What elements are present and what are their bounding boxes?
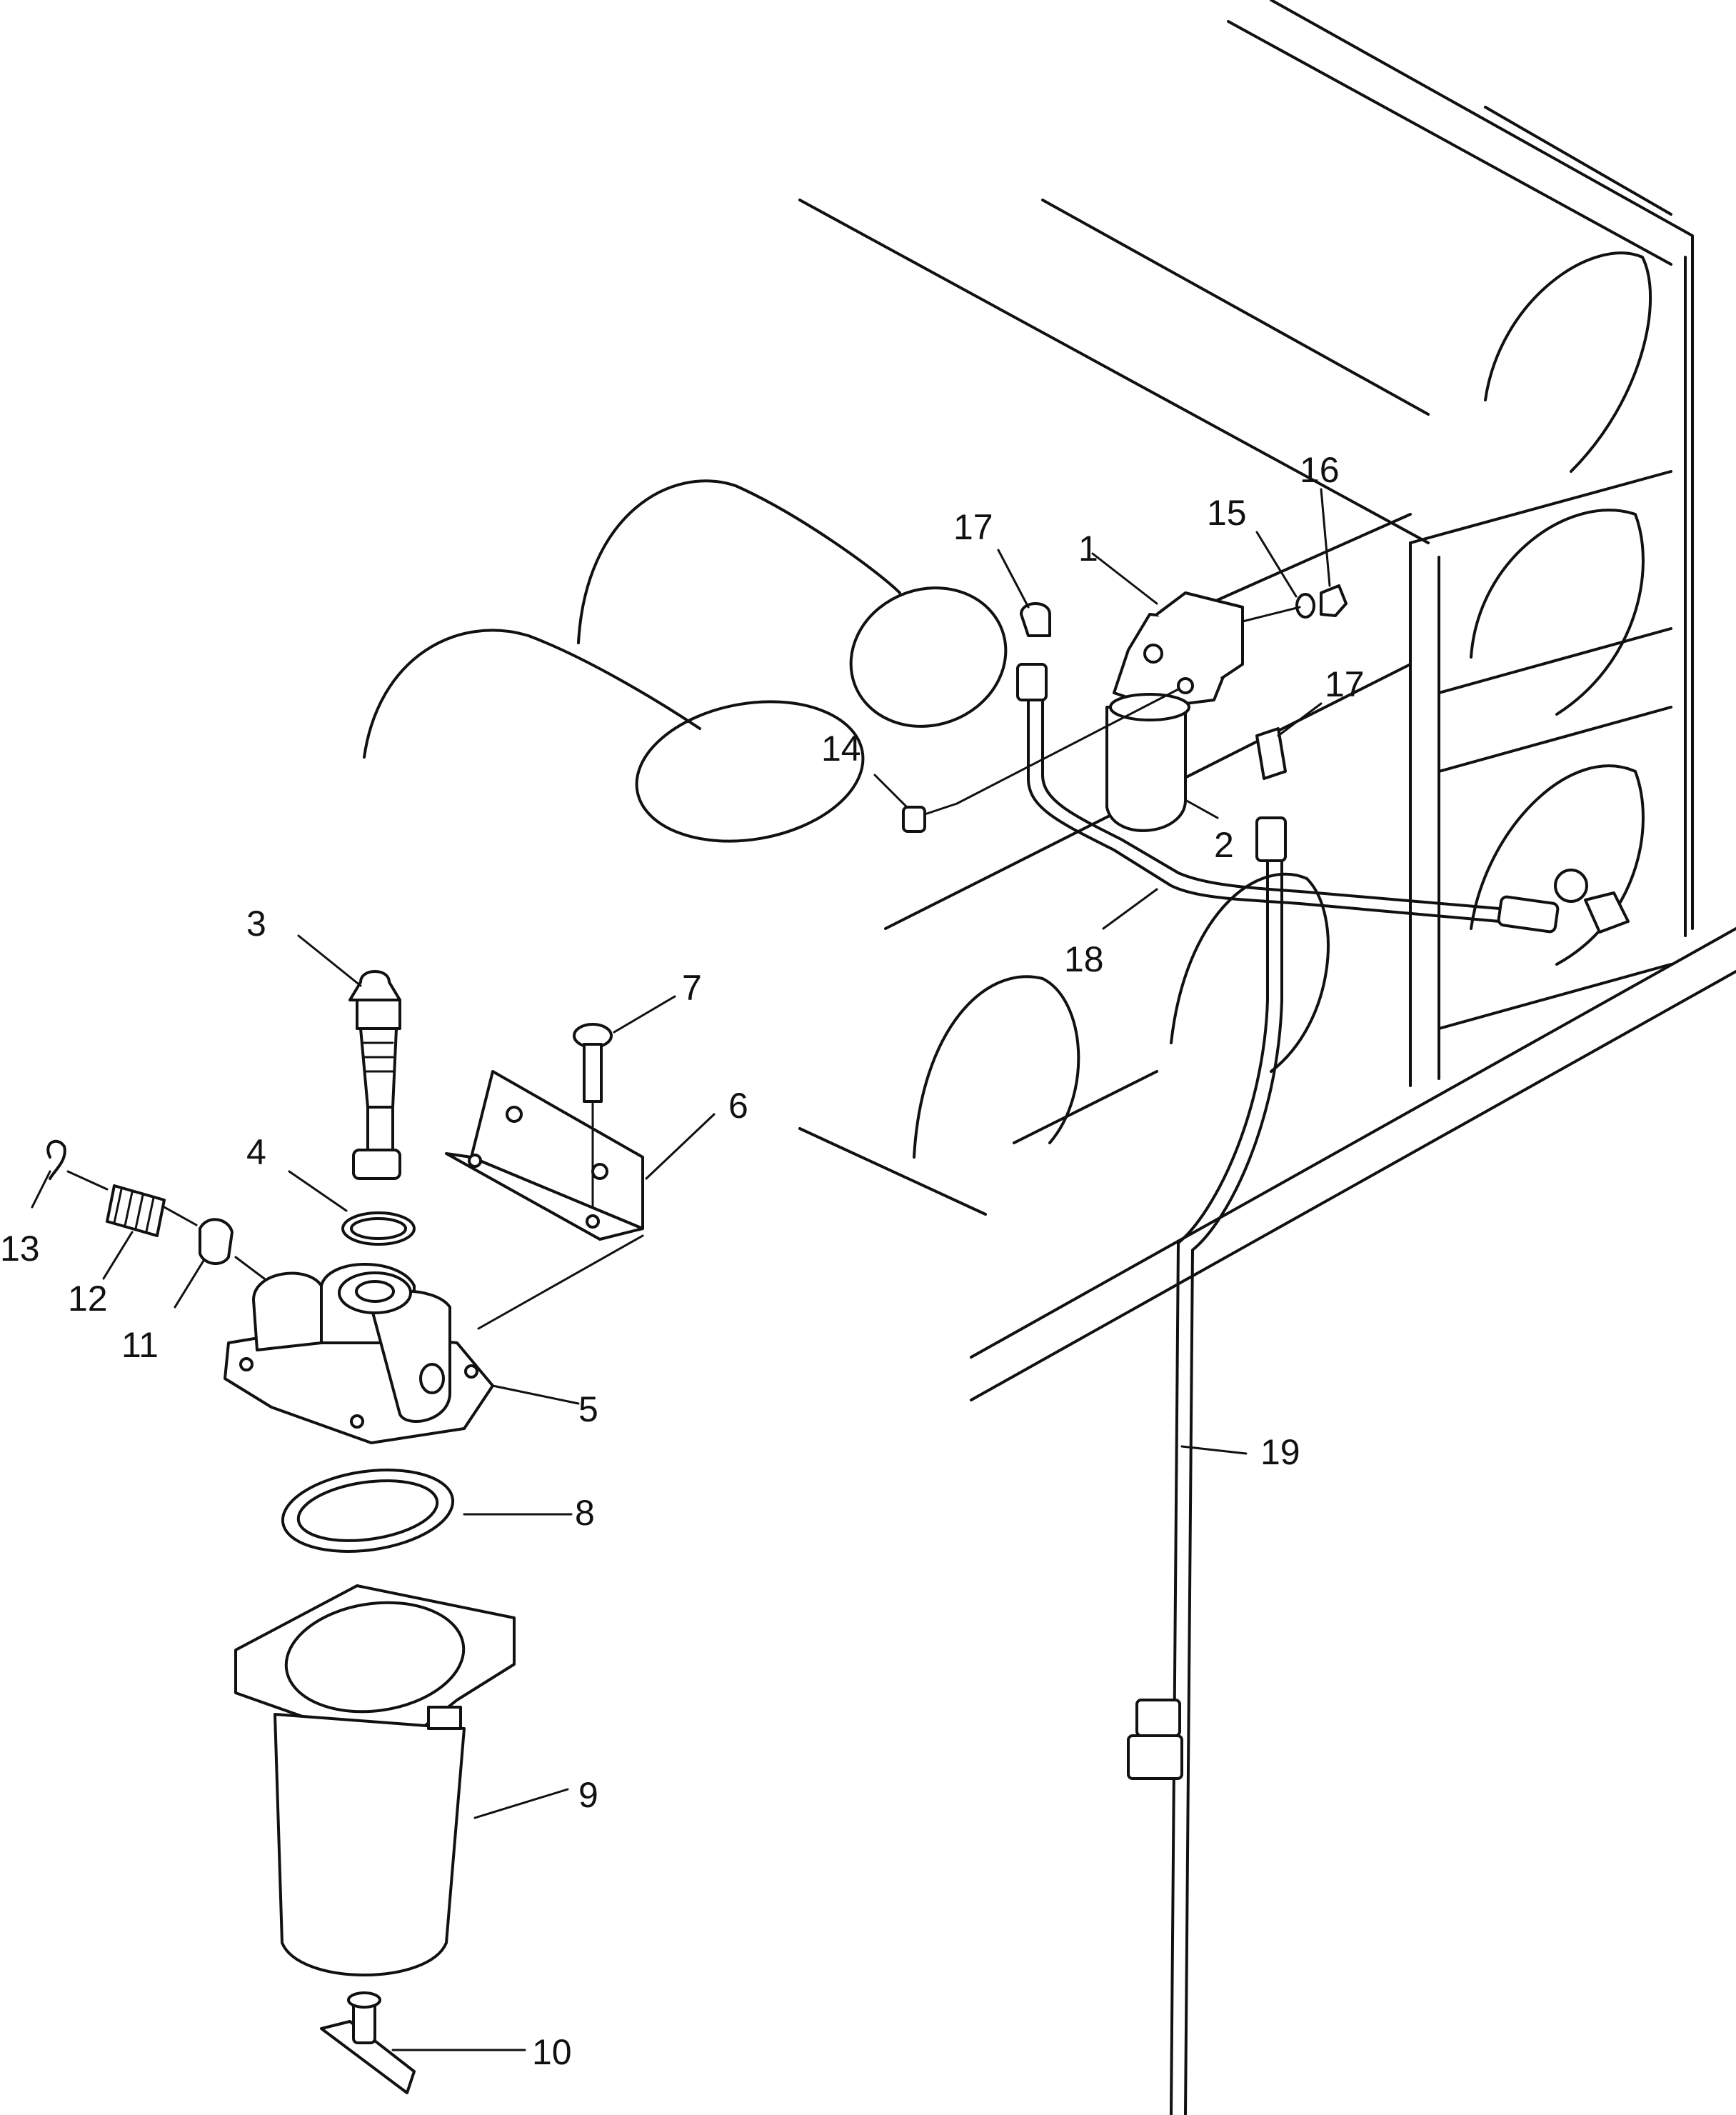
callout-13: 13 bbox=[0, 1229, 40, 1269]
leader-lines bbox=[31, 488, 1331, 2051]
callout-5: 5 bbox=[578, 1389, 598, 1429]
callout-15: 15 bbox=[1207, 493, 1247, 533]
callout-17-top: 17 bbox=[953, 507, 993, 547]
callout-18: 18 bbox=[1064, 939, 1104, 979]
callout-labels: 1 2 3 4 5 6 7 8 9 10 11 12 13 14 15 16 1… bbox=[0, 450, 1365, 2072]
callout-16: 16 bbox=[1300, 450, 1340, 490]
callout-4: 4 bbox=[246, 1132, 266, 1172]
callout-19: 19 bbox=[1260, 1432, 1300, 1472]
rack-frame bbox=[798, 0, 1736, 1401]
callout-1: 1 bbox=[1078, 529, 1098, 569]
callout-2: 2 bbox=[1214, 825, 1234, 865]
callout-7: 7 bbox=[682, 968, 702, 1008]
callout-14: 14 bbox=[821, 729, 861, 769]
callout-17-right: 17 bbox=[1325, 664, 1365, 704]
tank-cylinders bbox=[363, 251, 1652, 1216]
callout-10: 10 bbox=[532, 2032, 572, 2072]
callout-3: 3 bbox=[246, 904, 266, 944]
exploded-parts bbox=[46, 970, 644, 2094]
callout-11: 11 bbox=[121, 1325, 159, 1365]
callout-9: 9 bbox=[578, 1775, 598, 1815]
callout-12: 12 bbox=[68, 1279, 108, 1319]
callout-8: 8 bbox=[575, 1493, 595, 1533]
callout-6: 6 bbox=[728, 1086, 748, 1126]
installed-filter-assembly bbox=[902, 584, 1630, 2115]
